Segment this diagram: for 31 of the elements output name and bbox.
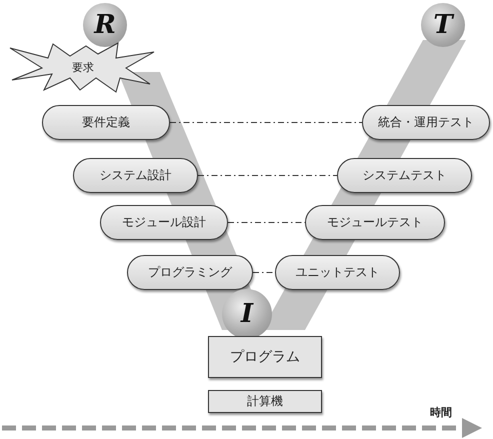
node-label: ユニットテスト <box>296 264 380 281</box>
starburst-shape <box>8 40 156 94</box>
dash-dot-line <box>252 272 276 273</box>
process-pill <box>127 255 253 290</box>
process-pill <box>275 255 400 290</box>
process-pill <box>305 205 445 240</box>
process-box <box>208 390 322 413</box>
process-pill <box>73 158 198 193</box>
node-label: システム設計 <box>100 167 172 184</box>
process-pill <box>42 105 170 140</box>
process-box <box>208 336 322 378</box>
node-label: モジュール設計 <box>122 214 206 231</box>
node-label: モジュールテスト <box>327 214 423 231</box>
node-label: 計算機 <box>247 393 283 410</box>
process-pill <box>337 158 472 193</box>
process-pill <box>100 205 228 240</box>
phase-circle <box>83 3 127 47</box>
node-label: 要求 <box>72 60 94 75</box>
phase-letter: T <box>433 10 453 40</box>
dash-dot-line <box>198 175 338 176</box>
node-label: システムテスト <box>362 167 446 184</box>
phase-circle <box>421 3 465 47</box>
process-pill <box>362 105 490 140</box>
node-label: 要件定義 <box>82 114 130 131</box>
node-label: プログラミング <box>148 264 232 281</box>
dash-dot-line <box>170 122 362 123</box>
axis-label: 時間 <box>430 405 452 420</box>
node-label: プログラム <box>230 348 300 366</box>
phase-letter: R <box>94 10 116 40</box>
phase-letter: I <box>240 299 254 329</box>
node-label: 統合・運用テスト <box>378 114 474 131</box>
